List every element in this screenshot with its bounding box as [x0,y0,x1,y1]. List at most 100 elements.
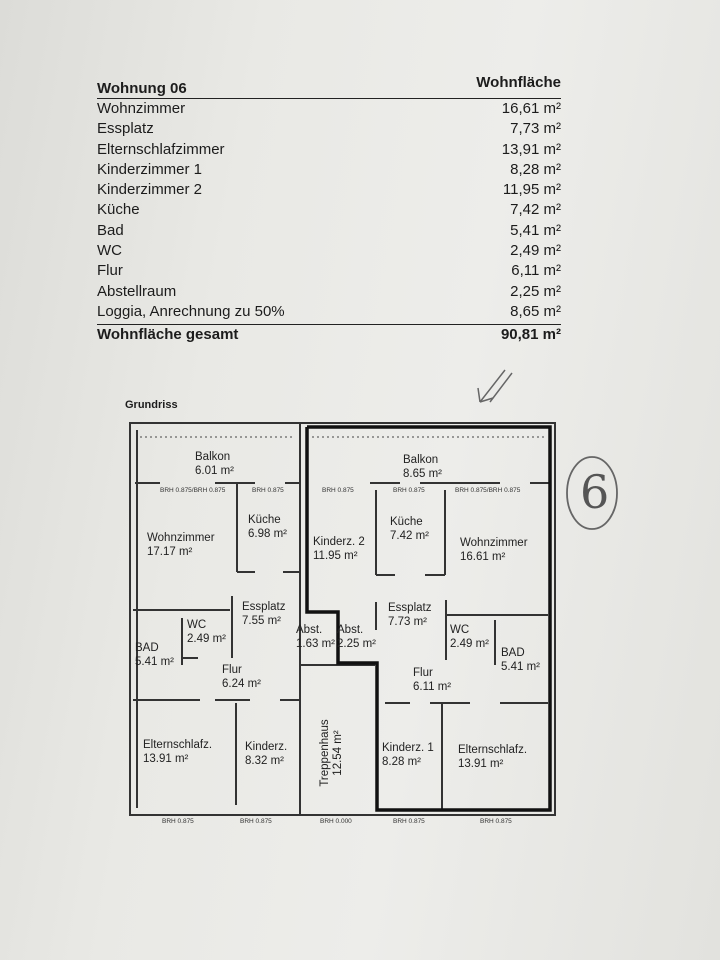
room-name: Flur [222,664,242,676]
room-name: Flur [97,262,123,280]
brh-label: BRH 0.875 [393,487,425,494]
plan-title: Grundriss [125,399,178,411]
room-name: Küche [248,514,281,526]
room-name: Abst. [337,624,364,636]
brh-label: BRH 0.875/BRH 0.875 [455,487,521,494]
table-row: Loggia, Anrechnung zu 50%8,65 m² [97,302,561,322]
room-name: WC [187,619,207,631]
room-name: Bad [97,221,124,239]
room-wc-l: WC 2.49 m² [187,618,226,646]
room-ess-r: Essplatz 7.73 m² [388,601,431,629]
room-kueche-r: Küche 7.42 m² [390,515,429,543]
table-row: Abstellraum 2,25 m² [97,282,561,302]
room-name: Abst. [296,624,323,636]
room-name: Treppenhaus [319,719,331,787]
room-area: 7.73 m² [388,616,427,628]
room-name: BAD [135,642,159,654]
room-area: 2.49 m² [187,633,226,645]
room-wc-r: WC 2.49 m² [450,623,489,651]
total-value: 90,81 m² [500,326,561,344]
room-area: 8.32 m² [245,755,284,767]
room-name: Balkon [195,451,231,463]
room-abst-l: Abst. 1.63 m² [296,623,335,651]
handwritten-arrow-icon [477,369,513,403]
room-eltern-l: Elternschlafz.13.91 m² [143,738,212,766]
brh-label: BRH 0.875 [393,818,425,825]
brh-label: BRH 0.875 [162,818,194,825]
apartment-title: Wohnung 06 [97,80,187,97]
apartment-06-outline [305,425,552,812]
total-row: Wohnfläche gesamt 90,81 m² [97,324,561,345]
room-name: WC [450,624,470,636]
room-name: Kinderzimmer 2 [97,181,203,199]
room-area: 7,42 m² [510,201,561,219]
room-name: Flur [413,667,433,679]
room-name: Küche [390,516,423,528]
brh-label: BRH 0.875 [480,818,512,825]
room-name: Wohnzimmer [460,537,528,549]
total-label: Wohnfläche gesamt [97,326,239,344]
room-eltern-r: Elternschlafz. 13.91 m² [458,743,527,771]
room-area: 8.65 m² [403,468,442,480]
table-row: Kinderzimmer 1 8,28 m² [97,160,561,180]
room-area: 6.98 m² [248,528,287,540]
room-name: Abstellraum [97,282,177,300]
room-area: 13.91 m² [458,758,504,770]
room-kueche-l: Küche 6.98 m² [248,513,287,541]
room-area: 7.55 m² [242,615,281,627]
room-area: 16.61 m² [460,551,506,563]
table-row: Kinderzimmer 2 11,95 m² [97,180,561,200]
room-name: Elternschlafz. [458,744,528,756]
room-area: 1.63 m² [296,638,335,650]
room-kinder1: Kinderz. 1 8.28 m² [382,741,434,769]
room-wohn-r: Wohnzimmer 16.61 m² [460,536,528,564]
room-name: Elternschlafzimmer [97,140,225,158]
room-kinder-l: Kinderz.8.32 m² [245,740,287,768]
room-area: 11,95 m² [502,181,561,199]
room-name: Essplatz [97,120,154,138]
table-header: Wohnung 06 Wohnfläche [97,74,561,99]
brh-label: BRH 0.875 [252,487,284,494]
room-name: Kinderzimmer 1 [97,160,203,178]
room-area: 7.42 m² [390,530,429,542]
room-area: 8,28 m² [510,160,561,178]
room-name: Wohnzimmer [147,532,215,544]
room-name: Balkon [403,454,439,466]
area-table: Wohnung 06 Wohnfläche Wohnzimmer 16,61 m²… [97,74,561,346]
room-name: Küche [97,201,140,219]
room-area: 16,61 m² [501,100,561,117]
room-area: 2,49 m² [510,242,561,260]
room-name: Wohnzimmer [97,100,186,117]
room-flur-r: Flur 6.11 m² [413,666,451,694]
room-area: 8.28 m² [382,756,421,768]
room-flur-l: Flur 6.24 m² [222,663,261,691]
room-area: 2.49 m² [450,638,489,650]
room-area: 5,41 m² [510,221,561,239]
brh-label: BRH 0.875 [322,487,354,494]
room-area: 2.25 m² [337,638,376,650]
room-area: 8,65 m² [510,302,561,320]
brh-label: BRH 0.875/BRH 0.875 [160,487,226,494]
room-name: Kinderz. 1 [382,742,434,754]
room-name: Essplatz [242,601,286,613]
room-area: 5.41 m² [135,656,174,668]
room-name: BAD [501,647,525,659]
table-row: Bad 5,41 m² [97,221,561,241]
room-area: 6.11 m² [413,681,452,693]
room-area: 2,25 m² [510,282,561,300]
room-area: 6.24 m² [222,678,261,690]
room-treppenhaus: Treppenhaus 12.54 m² [319,713,345,793]
room-balkon-r: Balkon 8.65 m² [403,453,442,481]
room-name: Essplatz [388,602,432,614]
brh-label: BRH 0.000 [320,818,352,825]
room-abst-r: Abst. 2.25 m² [337,623,376,651]
handwritten-circle-icon [566,456,618,530]
